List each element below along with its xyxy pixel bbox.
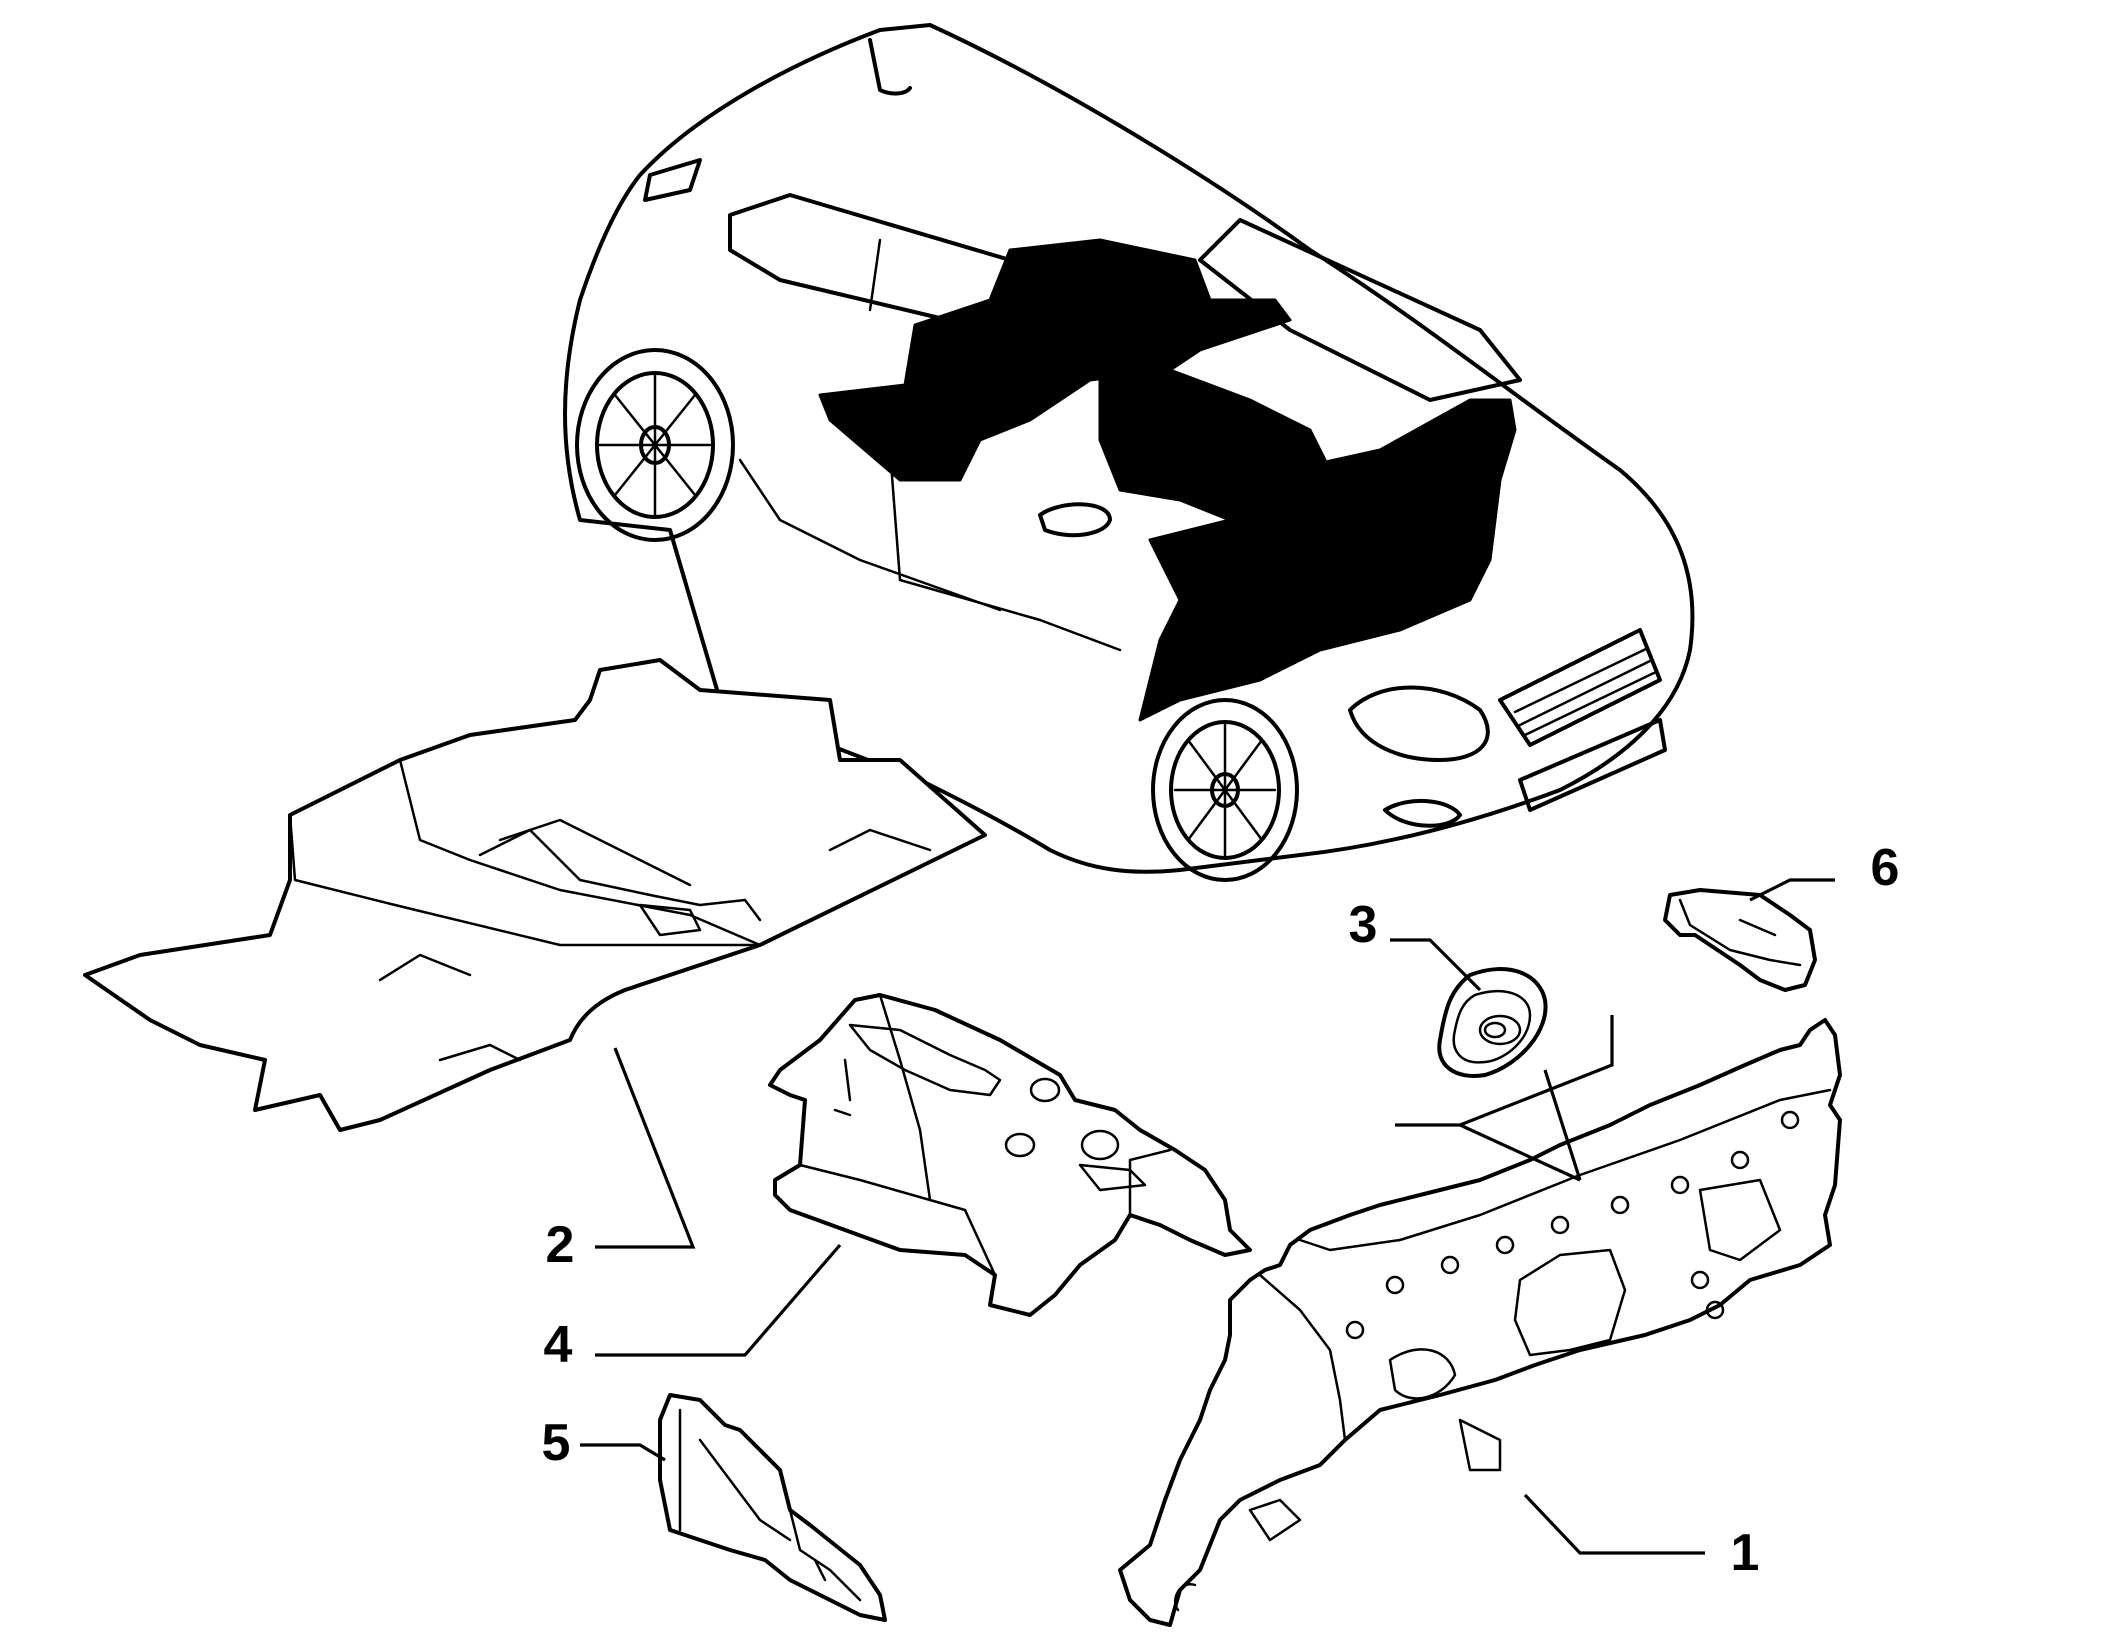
- part-4-tunnel-insulation: [768, 993, 1252, 1317]
- part-5-side-insulation: [658, 1393, 887, 1622]
- callout-2: 2: [546, 1216, 575, 1274]
- leader-6: [1749, 878, 1835, 902]
- leader-lines: [580, 878, 1835, 1555]
- car-illustration: [563, 23, 1695, 882]
- callout-numbers: 1 2 3 4 5 6: [542, 839, 1900, 1582]
- part-6-bracket-insulation: [1663, 888, 1817, 992]
- callout-6: 6: [1871, 839, 1900, 897]
- car-grille: [1498, 628, 1662, 747]
- car-lower-grille: [1518, 718, 1667, 812]
- car-sill-line: [738, 458, 1002, 612]
- callout-5: 5: [542, 1414, 571, 1472]
- car-window-pillar: [868, 238, 882, 312]
- leader-3: [1390, 938, 1482, 992]
- leader-1: [1523, 1493, 1705, 1555]
- part-2-floor-insulation: [83, 658, 987, 1132]
- car-headlight: [1348, 685, 1490, 762]
- car-floor-insulation-highlight: [818, 238, 1292, 482]
- car-body-outline: [563, 23, 1695, 874]
- car-windshield: [1198, 218, 1522, 402]
- car-antenna: [868, 38, 912, 96]
- callout-3: 3: [1349, 896, 1378, 954]
- part-3-grommet: [1437, 967, 1548, 1078]
- leader-2: [595, 1047, 696, 1249]
- car-front-wheel: [1151, 698, 1299, 882]
- leader-shared: [1395, 1015, 1614, 1182]
- car-foglight: [1383, 798, 1462, 828]
- car-rear-wheel: [575, 348, 735, 542]
- car-dashboard-insulation-highlight: [1138, 398, 1517, 722]
- part-1-dashboard-insulation: [1118, 1018, 1842, 1627]
- callout-1: 1: [1731, 1524, 1760, 1582]
- car-mirror: [1038, 502, 1112, 538]
- leader-5: [580, 1443, 666, 1462]
- callout-4: 4: [544, 1316, 573, 1374]
- leader-4: [595, 1243, 842, 1357]
- car-rear-light: [643, 158, 702, 202]
